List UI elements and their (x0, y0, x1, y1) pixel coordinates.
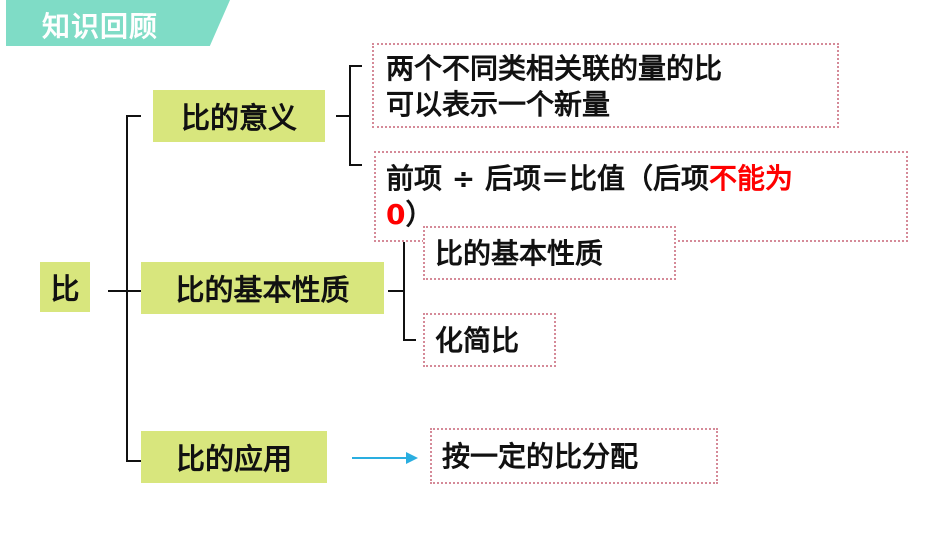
meaning-formula-box: 前项 ÷ 后项＝比值（后项不能为 0） (374, 151, 908, 242)
meaning-definition-line1: 两个不同类相关联的量的比 (386, 52, 723, 85)
meaning-definition-line2: 可以表示一个新量 (386, 88, 611, 121)
meaning-formula-close: ） (405, 198, 434, 231)
property-item1-label: 比的基本性质 (435, 237, 604, 270)
branch-meaning-label: 比的意义 (180, 101, 297, 135)
application-item1-label: 按一定的比分配 (442, 440, 639, 473)
meaning-formula-prefix: 前项 ÷ 后项＝比值（后项 (386, 162, 709, 195)
root-label: 比 (50, 272, 80, 306)
meaning-formula-zero: 0 (386, 198, 406, 231)
branch-property: 比的基本性质 (141, 262, 384, 314)
branch-application-label: 比的应用 (175, 442, 292, 476)
branch-meaning: 比的意义 (153, 90, 325, 142)
application-item1-box: 按一定的比分配 (430, 428, 718, 484)
branch-property-label: 比的基本性质 (175, 273, 350, 307)
root-node: 比 (40, 262, 90, 312)
application-arrow-head (406, 452, 418, 464)
meaning-definition-box: 两个不同类相关联的量的比 可以表示一个新量 (372, 43, 839, 128)
branch-application: 比的应用 (141, 431, 327, 483)
section-banner (6, 0, 230, 46)
meaning-formula-line2: 0） (386, 197, 906, 233)
property-item2-box: 化简比 (423, 313, 556, 367)
banner-title: 知识回顾 (42, 10, 159, 43)
root-bracket (126, 115, 141, 462)
meaning-formula-line1: 前项 ÷ 后项＝比值（后项不能为 (386, 161, 906, 197)
property-bracket (403, 240, 416, 341)
meaning-formula-highlight: 不能为 (708, 162, 793, 195)
meaning-bracket (349, 65, 362, 166)
property-item2-label: 化简比 (435, 324, 520, 357)
property-item1-box: 比的基本性质 (423, 226, 676, 280)
